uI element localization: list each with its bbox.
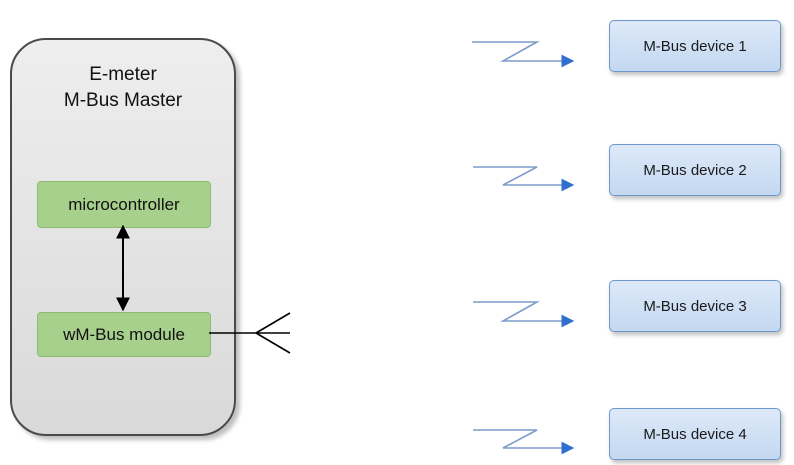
wm-bus-module-box: wM-Bus module bbox=[37, 312, 211, 357]
master-title-line1: E-meter bbox=[89, 64, 157, 85]
wireless-signal-icon-1 bbox=[472, 41, 575, 68]
m-bus-device-4: M-Bus device 4 bbox=[609, 408, 781, 460]
wireless-signal-icon-3 bbox=[473, 301, 575, 328]
m-bus-device-1: M-Bus device 1 bbox=[609, 20, 781, 72]
e-meter-master-box: E-meter M-Bus Master microcontroller wM-… bbox=[10, 38, 236, 436]
wireless-signal-icon-4 bbox=[473, 429, 575, 455]
antenna-icon bbox=[209, 312, 291, 354]
wireless-signal-icon-2 bbox=[473, 166, 575, 192]
m-bus-device-3: M-Bus device 3 bbox=[609, 280, 781, 332]
m-bus-device-2: M-Bus device 2 bbox=[609, 144, 781, 196]
master-title-line2: M-Bus Master bbox=[63, 90, 183, 111]
microcontroller-box: microcontroller bbox=[37, 181, 211, 228]
